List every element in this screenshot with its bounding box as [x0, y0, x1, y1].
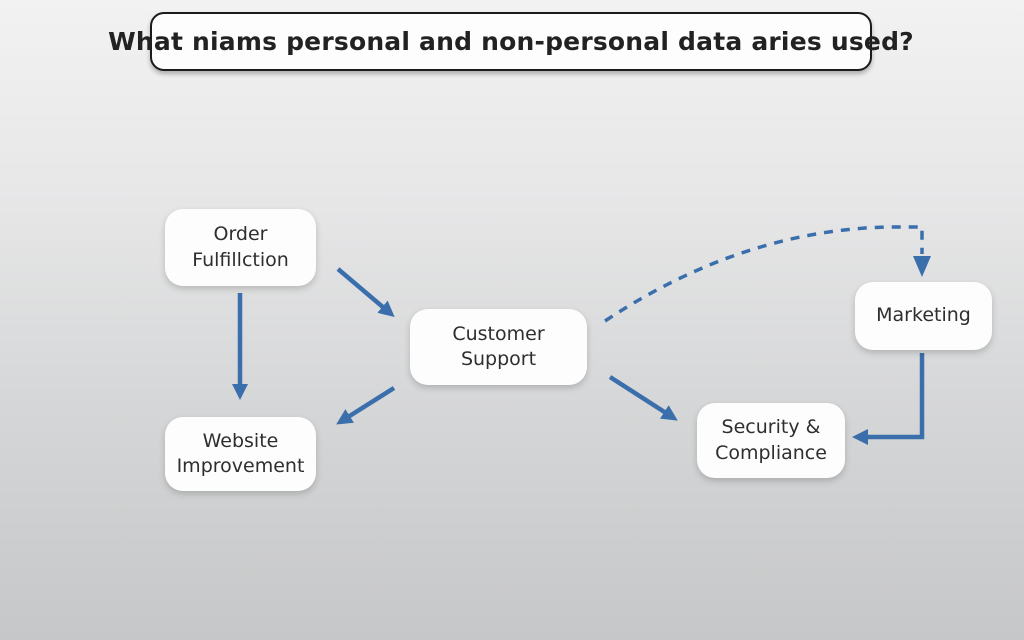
page-title: What niams personal and non-personal dat… — [108, 27, 914, 56]
edge-customer-to-marketing-arrowhead — [913, 256, 931, 277]
node-customer-support[interactable]: Customer Support — [410, 309, 587, 385]
node-website-improvement-label: Website Improvement — [176, 429, 305, 477]
node-security-compliance[interactable]: Security & Compliance — [697, 403, 845, 478]
edge-customer-to-website — [336, 386, 396, 425]
edge-order-to-customer — [336, 267, 395, 318]
node-order-fulfillment[interactable]: Order Fulfillction — [165, 209, 316, 286]
title-banner: What niams personal and non-personal dat… — [108, 12, 914, 71]
edge-marketing-to-security — [852, 353, 925, 445]
node-marketing[interactable]: Marketing — [855, 282, 992, 350]
node-customer-support-label: Customer Support — [452, 322, 545, 370]
node-marketing-label: Marketing — [876, 304, 971, 327]
node-security-compliance-label: Security & Compliance — [715, 416, 827, 464]
edge-customer-to-security — [608, 375, 678, 421]
node-order-fulfillment-label: Order Fulfillction — [192, 223, 289, 271]
node-website-improvement[interactable]: Website Improvement — [165, 417, 316, 491]
